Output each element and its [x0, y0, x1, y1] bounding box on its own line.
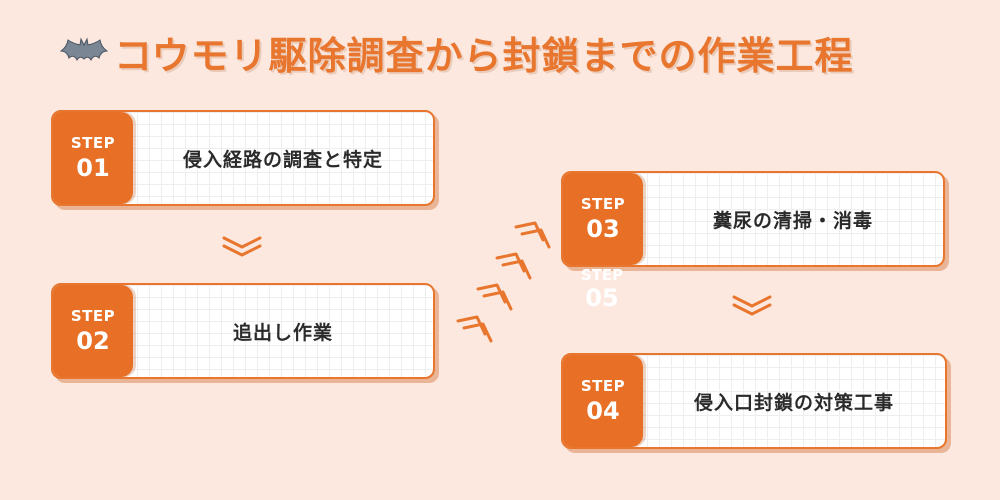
step-label: STEP: [70, 307, 116, 325]
step-card-01: STEP 01 侵入経路の調査と特定: [51, 110, 435, 206]
step-label: STEP: [70, 134, 116, 152]
step-badge: STEP 03: [563, 173, 643, 265]
chevron-up-right-icon: [514, 221, 551, 249]
step-card-02: STEP 02 追出し作業: [51, 283, 435, 379]
step-label: STEP: [580, 195, 626, 213]
bat-icon: [60, 37, 108, 61]
step-badge: STEP 01: [53, 112, 133, 204]
chevron-up-right-icon: [495, 252, 532, 280]
step-number: 01: [76, 154, 110, 182]
step-badge: STEP 02: [53, 285, 133, 377]
step-text: 糞尿の清掃・消毒: [712, 209, 873, 232]
step-badge: STEP 04: [563, 355, 643, 447]
step-number: 03: [586, 215, 620, 243]
step-card-04: STEP 04 侵入口封鎖の対策工事: [561, 353, 947, 449]
chevron-up-right-icon: [456, 315, 493, 343]
step-number: 02: [76, 327, 110, 355]
step-text: 追出し作業: [232, 321, 333, 344]
step-number: 04: [586, 397, 620, 425]
ghost-step-05: STEP 05: [578, 266, 626, 312]
chevron-down-icon: [732, 295, 772, 316]
ghost-step-label: STEP: [580, 266, 624, 284]
page-title-text: コウモリ駆除調査から封鎖までの作業工程: [114, 33, 854, 78]
chevron-down-icon: [222, 236, 262, 257]
page-title: コウモリ駆除調査から封鎖までの作業工程: [60, 24, 853, 80]
ghost-step-number: 05: [585, 284, 619, 312]
step-text: 侵入口封鎖の対策工事: [693, 391, 894, 414]
chevron-up-right-icon: [476, 283, 513, 311]
step-label: STEP: [580, 377, 626, 395]
step-text: 侵入経路の調査と特定: [182, 148, 383, 171]
step-card-03: STEP 03 糞尿の清掃・消毒: [561, 171, 945, 267]
